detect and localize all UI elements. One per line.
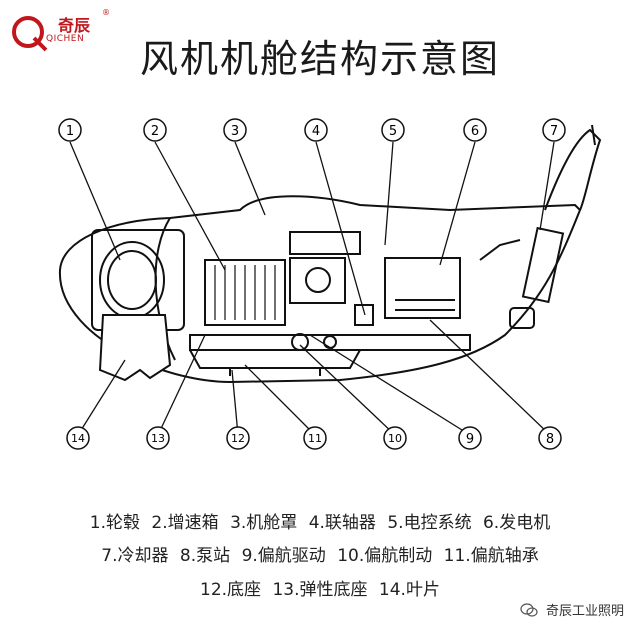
cooler-shape	[521, 226, 565, 304]
page-title: 风机机舱结构示意图	[139, 37, 500, 81]
blade-shape	[98, 314, 172, 382]
legend-item: 9.偏航驱动	[241, 546, 326, 566]
callout-2: 2	[143, 118, 167, 142]
callout-8: 8	[538, 426, 562, 450]
logo-mark-icon	[12, 16, 48, 52]
callout-7: 7	[542, 118, 566, 142]
logo-brand-cn: 奇辰	[58, 16, 91, 35]
callout-1: 1	[58, 118, 82, 142]
callout-11: 11	[303, 426, 327, 450]
brand-logo: 奇辰 ® QICHEN	[10, 8, 130, 60]
callout-13: 13	[146, 426, 170, 450]
svg-text:13: 13	[151, 432, 165, 445]
callout-14: 14	[66, 426, 90, 450]
callout-4: 4	[304, 118, 328, 142]
svg-text:3: 3	[231, 124, 239, 139]
callout-10: 10	[383, 426, 407, 450]
svg-text:1: 1	[66, 124, 74, 139]
svg-text:2: 2	[151, 124, 159, 139]
callout-6: 6	[463, 118, 487, 142]
svg-text:7: 7	[550, 124, 558, 139]
watermark-text: 奇辰工业照明	[545, 604, 624, 619]
svg-text:4: 4	[312, 124, 320, 139]
callout-9: 9	[458, 426, 482, 450]
svg-text:8: 8	[546, 432, 554, 447]
nacelle-diagram: 1 2 3 4 5 6 7 8 9 10 11 12	[58, 118, 602, 450]
legend-item: 3.机舱罩	[230, 513, 298, 533]
legend-item: 12.底座	[200, 580, 262, 600]
legend-item: 14.叶片	[378, 580, 440, 600]
logo-registered-mark: ®	[102, 8, 110, 17]
coupling-shape	[289, 257, 346, 304]
legend-item: 4.联轴器	[308, 513, 376, 533]
legend-item: 11.偏航轴承	[443, 546, 539, 566]
legend-item: 13.弹性底座	[272, 580, 368, 600]
watermark: 奇辰工业照明	[520, 600, 624, 619]
legend-item: 10.偏航制动	[337, 546, 433, 566]
svg-text:12: 12	[231, 432, 245, 445]
callout-12: 12	[226, 426, 250, 450]
legend-line-2: 7.冷却器 8.泵站 9.偏航驱动 10.偏航制动 11.偏航轴承	[0, 541, 640, 566]
callout-5: 5	[381, 118, 405, 142]
legend-item: 8.泵站	[179, 546, 231, 566]
svg-text:14: 14	[71, 432, 85, 445]
legend-item: 1.轮毂	[89, 513, 141, 533]
gearbox-shape	[204, 259, 286, 326]
svg-text:9: 9	[466, 432, 474, 447]
legend-item: 2.增速箱	[151, 513, 219, 533]
chat-bubble-icon	[520, 603, 538, 617]
svg-text:10: 10	[388, 432, 402, 445]
control-cabinet	[289, 231, 361, 255]
generator-shape	[384, 257, 461, 319]
svg-text:6: 6	[471, 124, 479, 139]
logo-brand-en: QICHEN	[46, 34, 85, 44]
callout-3: 3	[223, 118, 247, 142]
legend-item: 5.电控系统	[387, 513, 472, 533]
base-frame	[189, 334, 471, 351]
svg-text:11: 11	[308, 432, 322, 445]
svg-text:5: 5	[389, 124, 397, 139]
legend-line-1: 1.轮毂 2.增速箱 3.机舱罩 4.联轴器 5.电控系统 6.发电机	[0, 508, 640, 533]
hub-disk	[99, 241, 165, 319]
legend-line-3: 12.底座 13.弹性底座 14.叶片	[0, 575, 640, 600]
legend-item: 7.冷却器	[101, 546, 169, 566]
legend-item: 6.发电机	[482, 513, 551, 533]
